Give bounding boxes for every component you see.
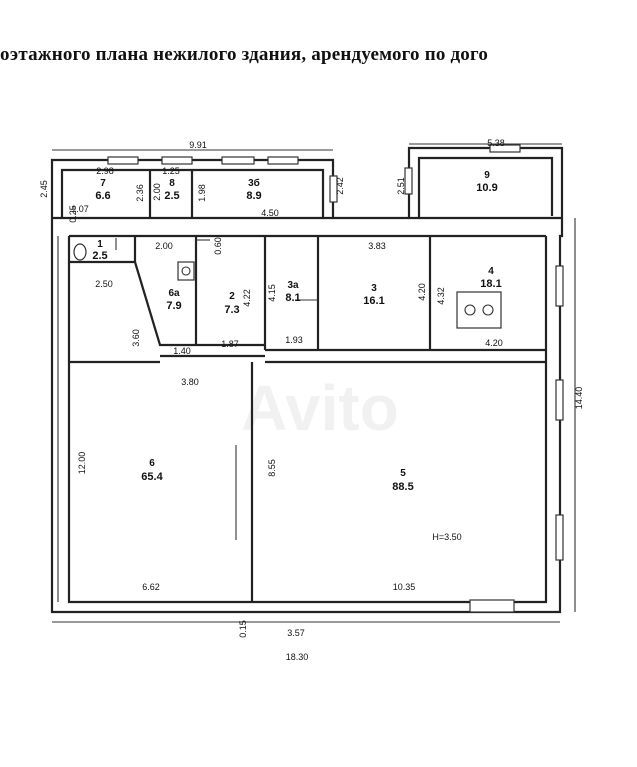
dim-2-98: 2.98 (96, 166, 114, 176)
room-4-area: 18.1 (480, 278, 501, 290)
room-9-area: 10.9 (476, 182, 497, 194)
room-2-area: 7.3 (224, 304, 239, 316)
dim-3-83: 3.83 (368, 241, 386, 251)
dim-4-15: 4.15 (267, 284, 277, 302)
dim-2-00-h: 2.00 (155, 241, 173, 251)
room-1-number: 1 (97, 239, 103, 250)
dim-2-36: 2.36 (135, 184, 145, 202)
dim-8-55: 8.55 (267, 459, 277, 477)
room-1-area: 2.5 (92, 250, 107, 262)
fixtures (73, 238, 502, 329)
room-2-number: 2 (229, 291, 235, 302)
room-7-number: 7 (100, 178, 106, 189)
room-8-area: 2.5 (164, 190, 179, 202)
toilet-icon (73, 243, 87, 261)
dimension-labels: 9.91 5.38 2.98 1.25 4.50 1.07 3.83 2.00 … (39, 138, 584, 662)
dim-4-22: 4.22 (242, 289, 252, 307)
dim-9-91: 9.91 (189, 140, 207, 150)
dim-2-00-v: 2.00 (152, 183, 162, 201)
dim-18-30: 18.30 (286, 652, 309, 662)
stove-icon (456, 291, 502, 329)
ceiling-height: H=3.50 (432, 532, 461, 542)
dim-1-07: 1.07 (71, 204, 89, 214)
plan-title: оэтажного плана нежилого здания, арендуе… (0, 44, 489, 65)
room-6a-area: 7.9 (166, 300, 181, 312)
dim-14-40: 14.40 (574, 387, 584, 410)
dim-0-25: 0.25 (68, 205, 78, 223)
room-6a-number: 6а (168, 288, 180, 299)
dim-0-15: 0.15 (238, 620, 248, 638)
dim-12-00: 12.00 (77, 452, 87, 475)
dim-6-62: 6.62 (142, 582, 160, 592)
dim-3-57: 3.57 (287, 628, 305, 638)
room-3b-number: 3б (248, 177, 260, 189)
room-3a-number: 3а (287, 280, 299, 291)
dim-1-25: 1.25 (162, 166, 180, 176)
dim-4-20-v: 4.20 (417, 283, 427, 301)
room-3b-area: 8.9 (246, 190, 261, 202)
dim-1-93: 1.93 (285, 335, 303, 345)
dim-1-98: 1.98 (197, 184, 207, 202)
dim-4-32: 4.32 (436, 287, 446, 305)
interior-walls (69, 170, 546, 602)
room-labels: 7 6.6 8 2.5 3б 8.9 9 10.9 1 2.5 6а 7.9 2… (92, 170, 501, 542)
dim-2-45: 2.45 (39, 180, 49, 198)
dim-3-60: 3.60 (131, 329, 141, 347)
room-3-area: 16.1 (363, 295, 384, 307)
room-8-number: 8 (169, 178, 175, 189)
room-4-number: 4 (488, 266, 494, 277)
room-9-number: 9 (484, 170, 490, 181)
windows (107, 144, 564, 613)
dim-0-60: 0.60 (213, 237, 223, 255)
watermark: Avito (241, 372, 399, 444)
room-7-area: 6.6 (95, 190, 110, 202)
dim-1-87: 1.87 (221, 339, 239, 349)
dim-4-50: 4.50 (261, 208, 279, 218)
dim-2-50: 2.50 (95, 279, 113, 289)
room-6-number: 6 (149, 458, 155, 469)
room-5-number: 5 (400, 468, 406, 479)
dim-2-42: 2.42 (335, 177, 345, 195)
dim-10-35: 10.35 (393, 582, 416, 592)
sink-icon (177, 261, 195, 281)
room-5-area: 88.5 (392, 481, 413, 493)
dim-3-80: 3.80 (181, 377, 199, 387)
dim-2-51: 2.51 (396, 177, 406, 195)
dimension-lines (52, 143, 576, 623)
room-3a-area: 8.1 (285, 292, 300, 304)
room-6-area: 65.4 (141, 471, 163, 483)
dim-5-38: 5.38 (487, 138, 505, 148)
room-3-number: 3 (371, 283, 377, 294)
dim-1-40: 1.40 (173, 346, 191, 356)
dim-4-20-h: 4.20 (485, 338, 503, 348)
